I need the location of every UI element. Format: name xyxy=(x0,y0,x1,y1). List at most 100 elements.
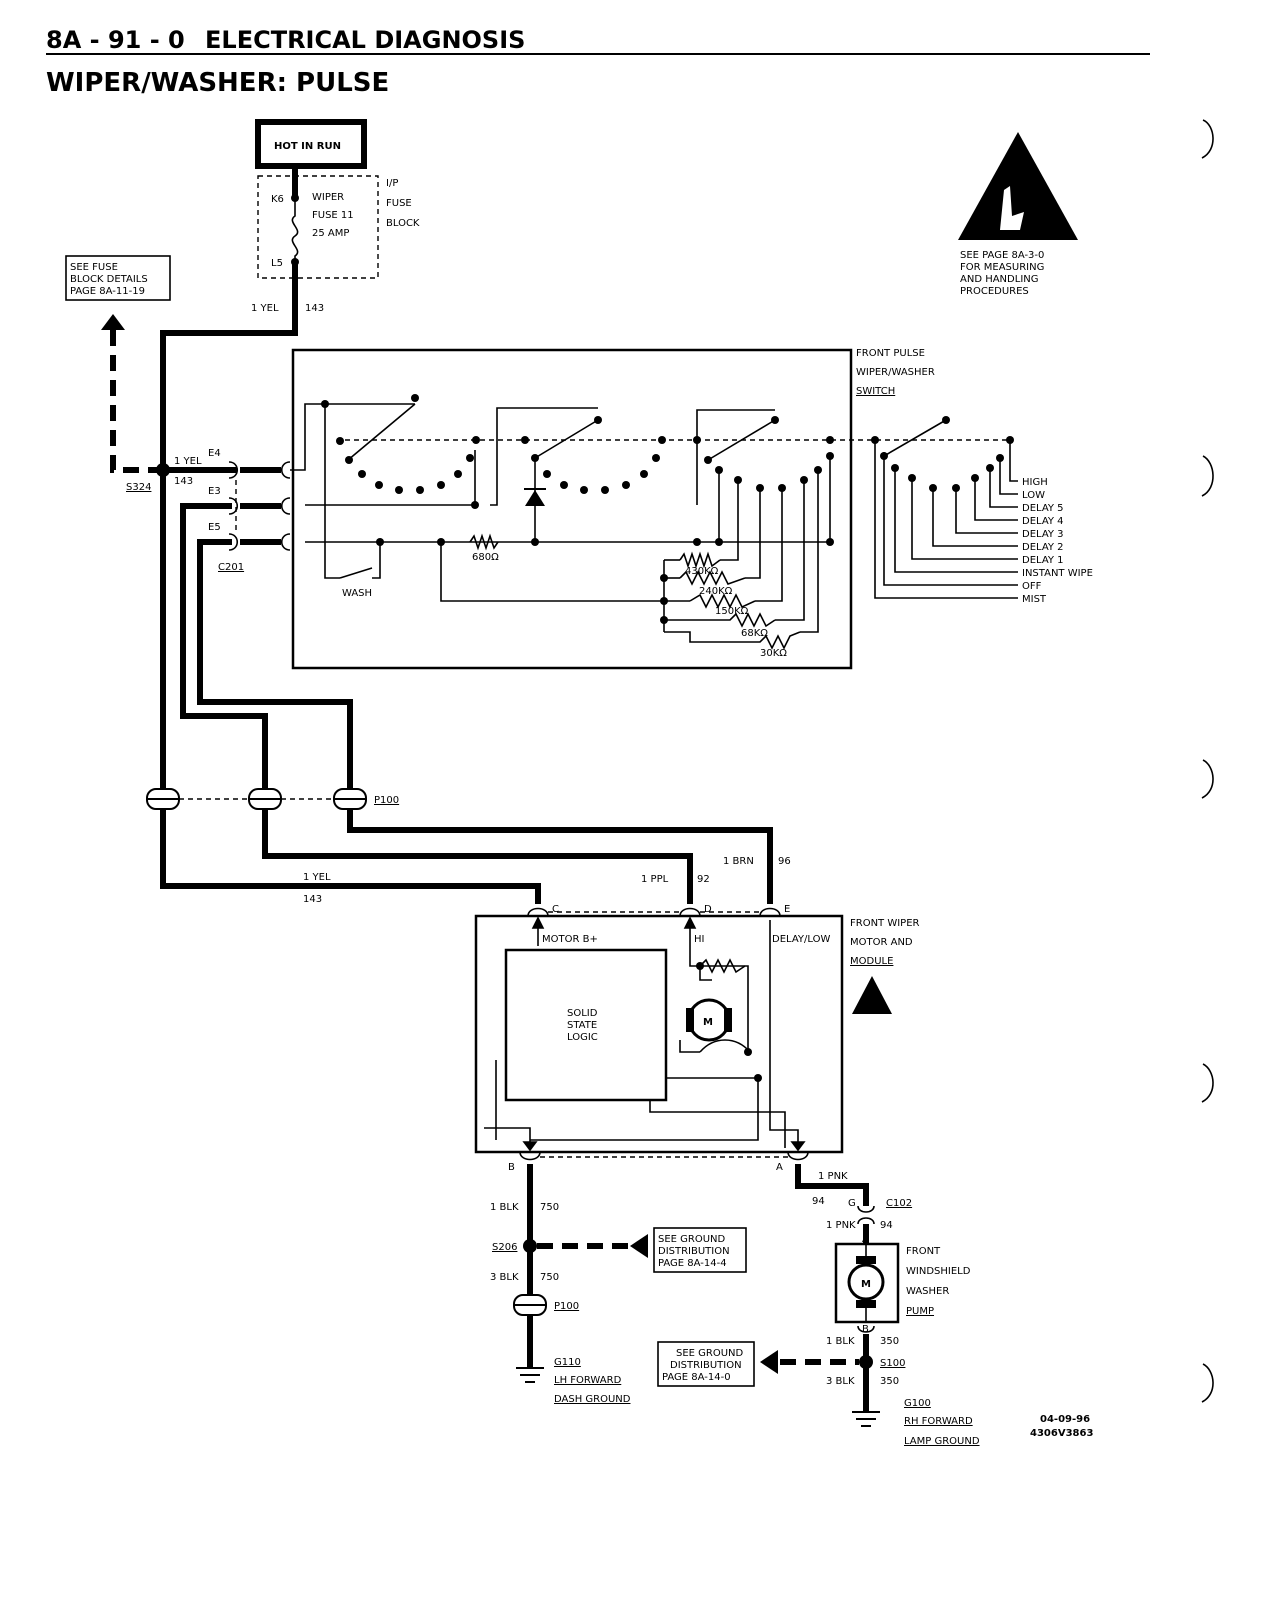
right-arrow-icon xyxy=(760,1350,778,1374)
washer-pump-motor-symbol: M xyxy=(861,1279,871,1290)
wire-750-num-a: 750 xyxy=(540,1202,559,1213)
motor-b-plus-label: MOTOR B+ xyxy=(542,934,598,945)
esd-warning-icon xyxy=(958,132,1078,240)
switch-rotor-arms xyxy=(347,403,947,461)
motor-module-name-2: MOTOR AND xyxy=(850,937,913,948)
motor-module-bottom-connector xyxy=(519,1141,809,1161)
ground-g100-label: G100 xyxy=(904,1398,931,1409)
motor-module-name-1: FRONT WIPER xyxy=(850,918,920,929)
ground-ref-right-2: DISTRIBUTION xyxy=(670,1360,742,1371)
wire-92-num: 92 xyxy=(697,874,710,885)
diode-icon xyxy=(524,488,546,506)
splice-s324-label: S324 xyxy=(126,482,151,493)
wire-143-e4-num: 143 xyxy=(174,476,193,487)
footer-date: 04-09-96 xyxy=(1040,1414,1090,1425)
section-title: ELECTRICAL DIAGNOSIS xyxy=(205,26,525,54)
switch-name-3: SWITCH xyxy=(856,386,895,397)
switch-name-2: WIPER/WASHER xyxy=(856,367,935,378)
ground-ref-left-1: SEE GROUND xyxy=(658,1234,726,1245)
wire-143-mid-num: 143 xyxy=(303,894,322,905)
esd-note-4: PROCEDURES xyxy=(960,286,1029,297)
mode-off: OFF xyxy=(1022,581,1042,592)
page-title: WIPER/WASHER: PULSE xyxy=(46,68,389,98)
wire-92-color: 1 PPL xyxy=(641,874,669,885)
esd-note-3: AND HANDLING xyxy=(960,274,1039,285)
solid-state-logic-box xyxy=(504,948,668,1102)
motor-module-connector xyxy=(527,907,781,917)
pin-e3-label: E3 xyxy=(208,486,221,497)
front-pulse-switch-box xyxy=(291,348,853,670)
esd-note-2: FOR MEASURING xyxy=(960,262,1044,273)
connector-p100-upper xyxy=(146,788,367,810)
mode-instant-wipe: INSTANT WIPE xyxy=(1022,568,1093,579)
motor-module-name-3: MODULE xyxy=(850,956,893,967)
wiper-motor-symbol: M xyxy=(703,1017,713,1028)
pump-b-terminal xyxy=(857,1325,875,1333)
ground-g110-label: G110 xyxy=(554,1357,581,1368)
wire-750-color-a: 1 BLK xyxy=(490,1202,519,1213)
wire-143-mid-color: 1 YEL xyxy=(303,872,331,883)
hot-in-run-box xyxy=(255,119,367,169)
splice-s206-label: S206 xyxy=(492,1242,517,1253)
up-arrow-icon xyxy=(101,314,125,330)
fuse-block-label-1: I/P xyxy=(386,178,398,189)
wire-143-color-top: 1 YEL xyxy=(251,303,279,314)
mode-delay-3: DELAY 3 xyxy=(1022,529,1064,540)
wire-96-lower xyxy=(347,809,773,904)
wire-143-e4-color: 1 YEL xyxy=(174,456,202,467)
module-junction-1 xyxy=(744,1048,752,1056)
wire-92-upper xyxy=(180,503,268,800)
splice-s100-label: S100 xyxy=(880,1358,905,1369)
mode-delay-5: DELAY 5 xyxy=(1022,503,1064,514)
fuse-details-ref-3: PAGE 8A-11-19 xyxy=(70,286,145,297)
motor-pin-e: E xyxy=(784,904,790,915)
ground-ref-left-box xyxy=(653,1227,747,1273)
resistor-240k-label: 240KΩ xyxy=(699,586,733,597)
fuse-details-ref-box xyxy=(65,255,171,301)
switch-contacts xyxy=(321,394,1014,624)
connector-c102-label: C102 xyxy=(886,1198,912,1209)
connector-c201-label: C201 xyxy=(218,562,244,573)
module-junction-3 xyxy=(696,962,704,970)
fuse-block-label-3: BLOCK xyxy=(386,218,420,229)
ground-ref-right-1: SEE GROUND xyxy=(676,1348,744,1359)
connector-p100-lower-label: P100 xyxy=(554,1301,579,1312)
motor-pin-a: A xyxy=(776,1162,783,1173)
motor-pin-d: D xyxy=(704,904,712,915)
wire-350-num-b: 350 xyxy=(880,1376,899,1387)
pin-e4-label: E4 xyxy=(208,448,221,459)
connector-p100-upper-label: P100 xyxy=(374,795,399,806)
ground-g110-desc-1: LH FORWARD xyxy=(554,1375,622,1386)
wire-750-num-b: 750 xyxy=(540,1272,559,1283)
connector-c201 xyxy=(228,461,291,551)
ground-g110-icon xyxy=(516,1367,544,1383)
mode-delay-2: DELAY 2 xyxy=(1022,542,1064,553)
pump-pin-b: B xyxy=(862,1324,869,1335)
logic-label-3: LOGIC xyxy=(567,1032,598,1043)
footer-code: 4306V3863 xyxy=(1030,1428,1093,1439)
logic-label-1: SOLID xyxy=(567,1008,598,1019)
binder-holes xyxy=(1201,119,1214,1403)
fuse-element-icon xyxy=(291,198,299,262)
connector-p100-lower xyxy=(513,1294,547,1316)
motor-pin-b: B xyxy=(508,1162,515,1173)
fuse-details-ref-2: BLOCK DETAILS xyxy=(70,274,148,285)
resistor-68k-label: 68KΩ xyxy=(741,628,768,639)
pump-name-1: FRONT xyxy=(906,1246,941,1257)
pump-name-3: WASHER xyxy=(906,1286,949,1297)
mode-delay-4: DELAY 4 xyxy=(1022,516,1064,527)
switch-internal-wiring xyxy=(290,403,1018,643)
resistor-30k-label: 30KΩ xyxy=(760,648,787,659)
pump-pin-a: A xyxy=(862,1234,869,1245)
ground-ref-right-box xyxy=(657,1341,755,1387)
wire-94-num-a: 94 xyxy=(812,1196,825,1207)
pump-pin-g: G xyxy=(848,1198,856,1209)
wire-96-num: 96 xyxy=(778,856,791,867)
splice-s206 xyxy=(523,1239,537,1253)
splice-s100 xyxy=(859,1355,873,1369)
page-code: 8A - 91 - 0 xyxy=(46,26,185,54)
connector-c102 xyxy=(857,1205,875,1225)
mode-low: LOW xyxy=(1022,490,1045,501)
resistor-150k-label: 150KΩ xyxy=(715,606,749,617)
